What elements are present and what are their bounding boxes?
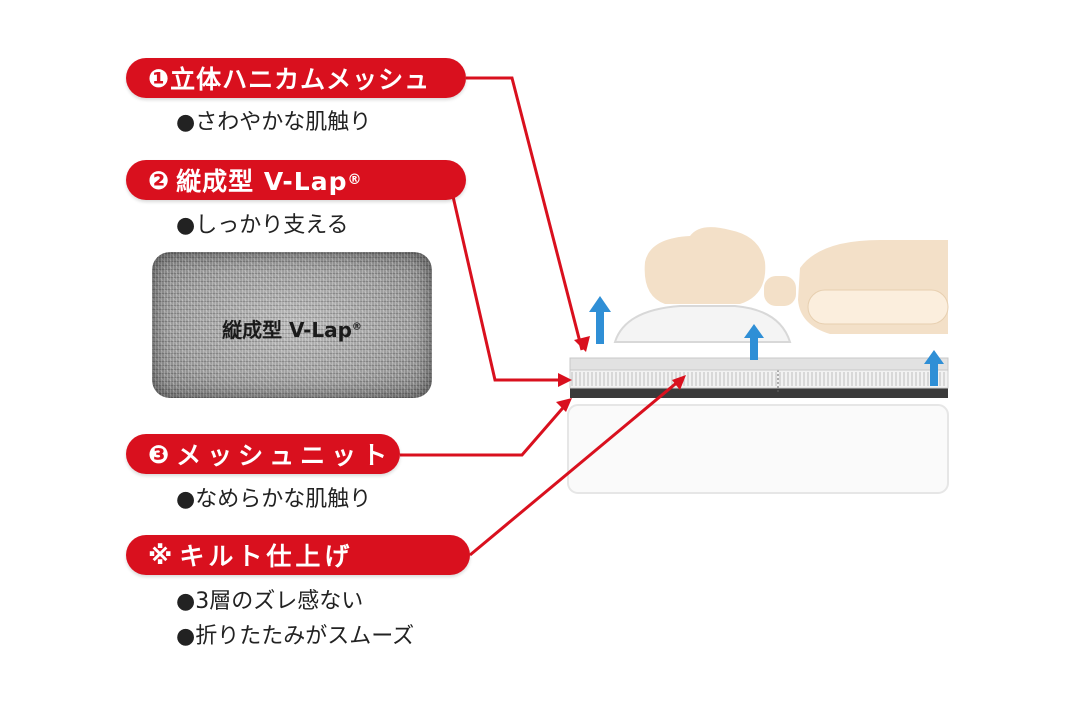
leader-lines [400, 76, 681, 557]
leader-line-2 [450, 191, 565, 382]
leader-line-kilt [469, 378, 681, 557]
leader-arrowheads [556, 336, 686, 412]
pillow [613, 305, 792, 343]
arrowhead-3 [556, 398, 572, 412]
topper-knit-layer [569, 369, 949, 389]
label-pill-mesh-knit: ❸ メッシュニット [126, 434, 400, 474]
topper-mesh-layer [569, 357, 949, 371]
label-number-3: ❸ [148, 439, 171, 469]
swatch-label-mark: ® [351, 321, 362, 333]
bullet-quilt-fold: ●折りたたみがスムーズ [176, 624, 415, 649]
swatch-label: 縦成型 V-Lap® [152, 314, 432, 343]
leader-line-3 [400, 401, 570, 457]
label-text-vlap: 縦成型 V-Lap [176, 167, 348, 196]
leader-line-1 [466, 76, 584, 351]
bullet-vlap: ●しっかり支える [176, 213, 349, 238]
airflow-arrow-2 [744, 324, 764, 360]
label-text-mesh-knit: メッシュニット [176, 441, 394, 470]
bullet-honeycomb-mesh: ●さわやかな肌触り [176, 110, 372, 135]
label-pill-quilt-finish: ※ キルト仕上げ [126, 535, 470, 575]
vlap-fiber-swatch: 縦成型 V-Lap® [152, 252, 432, 398]
topper-dark-layer [570, 388, 948, 398]
bullet-mesh-knit: ●なめらかな肌触り [176, 487, 372, 512]
swatch-label-text: 縦成型 V-Lap [222, 318, 352, 342]
arrowhead-1 [574, 336, 590, 352]
label-number-2: ❷ [148, 165, 171, 195]
label-pill-vlap: ❷ 縦成型 V-Lap ® [126, 160, 466, 200]
airflow-arrows [589, 296, 944, 386]
label-mark-vlap: ® [347, 172, 363, 188]
bullet-quilt-no-slip: ●3層のズレ感ない [176, 589, 364, 614]
label-text-honeycomb-mesh: 立体ハニカムメッシュ [170, 65, 431, 94]
arrowhead-kilt [672, 375, 686, 390]
airflow-arrow-3 [924, 350, 944, 386]
airflow-arrow-1 [589, 296, 611, 344]
base-mattress [567, 404, 949, 494]
label-number-1: ❶ [148, 63, 171, 93]
label-pill-honeycomb-mesh: ❶ 立体ハニカムメッシュ [126, 58, 466, 98]
label-text-quilt-finish: キルト仕上げ [179, 542, 354, 571]
label-number-note: ※ [148, 540, 174, 570]
arrowhead-2 [558, 373, 572, 387]
topper-texture [571, 372, 945, 386]
sleeping-figure [644, 227, 949, 334]
